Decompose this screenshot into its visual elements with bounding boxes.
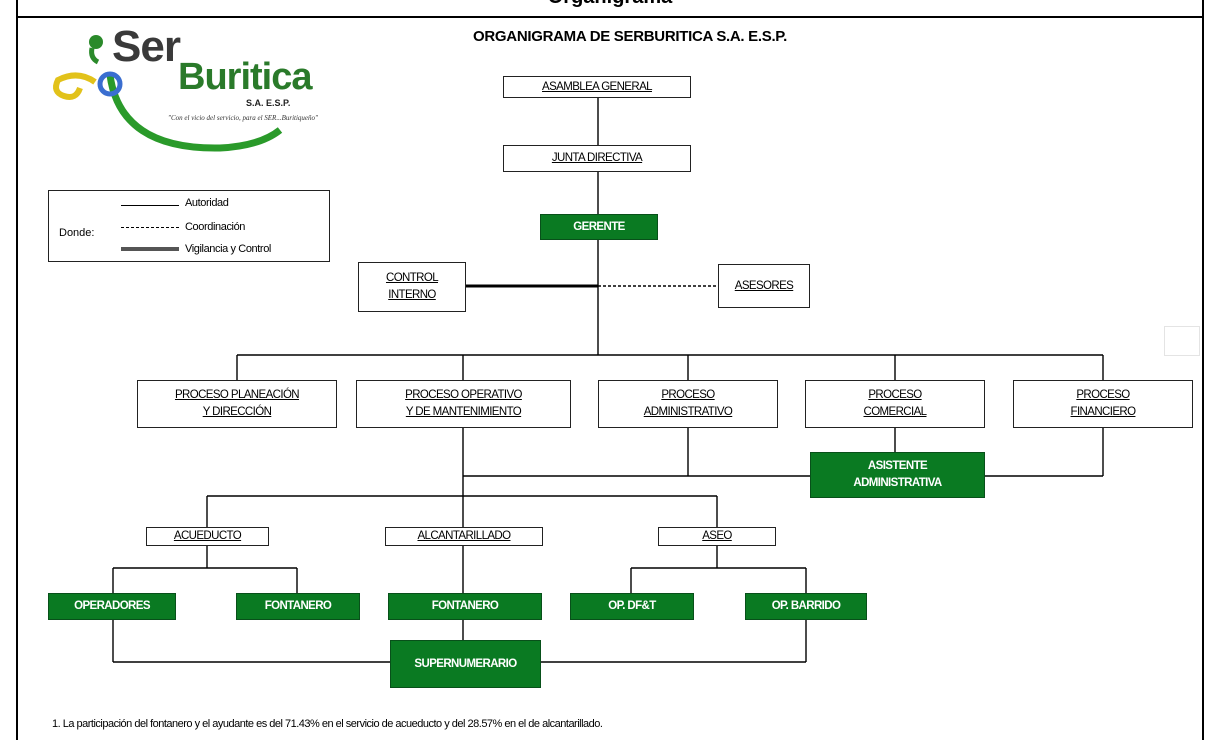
- page-heading-fragment: Organigrama: [210, 0, 1010, 8]
- legend-coordination-line: [121, 227, 179, 228]
- node-op-dft: OP. DF&T: [570, 593, 694, 620]
- node-asamblea-general: ASAMBLEA GENERAL: [503, 76, 691, 98]
- logo-slogan: "Con el vicio del servicio, para el SER.…: [168, 114, 318, 122]
- legend: Donde: Autoridad Coordinación Vigilancia…: [48, 190, 330, 262]
- legend-vigilance-line: [121, 247, 179, 251]
- legend-vigilance-label: Vigilancia y Control: [185, 243, 271, 255]
- node-proceso-administrativo: PROCESO ADMINISTRATIVO: [598, 380, 778, 428]
- logo-text-buritica: Buritica: [178, 56, 312, 98]
- node-asesores: ASESORES: [718, 264, 810, 308]
- logo-graphic: [53, 35, 283, 152]
- node-op-barrido: OP. BARRIDO: [745, 593, 867, 620]
- legend-where-label: Donde:: [59, 227, 95, 239]
- node-junta-directiva: JUNTA DIRECTIVA: [503, 145, 691, 172]
- node-operadores: OPERADORES: [48, 593, 176, 620]
- footnote: 1. La participación del fontanero y el a…: [52, 718, 603, 730]
- faint-side-box: [1164, 326, 1200, 356]
- legend-coordination-label: Coordinación: [185, 221, 246, 233]
- node-acueducto: ACUEDUCTO: [146, 527, 269, 546]
- node-proceso-financiero: PROCESO FINANCIERO: [1013, 380, 1193, 428]
- node-control-interno: CONTROL INTERNO: [358, 262, 466, 312]
- diagram-title: ORGANIGRAMA DE SERBURITICA S.A. E.S.P.: [473, 28, 787, 45]
- logo-text-ser: Ser: [112, 22, 181, 71]
- node-fontanero-alcantarillado: FONTANERO: [388, 593, 542, 620]
- legend-authority-line: [121, 205, 179, 206]
- node-gerente: GERENTE: [540, 214, 658, 240]
- node-asistente-administrativa: ASISTENTE ADMINISTRATIVA: [810, 452, 985, 498]
- frame-right-border: [1202, 0, 1204, 740]
- legend-authority-label: Autoridad: [185, 197, 229, 209]
- logo-text-sa-esp: S.A. E.S.P.: [246, 98, 291, 108]
- frame-left-border: [16, 0, 18, 740]
- node-fontanero-acueducto: FONTANERO: [236, 593, 360, 620]
- node-proceso-planeacion: PROCESO PLANEACIÓN Y DIRECCIÓN: [137, 380, 337, 428]
- node-proceso-operativo: PROCESO OPERATIVO Y DE MANTENIMIENTO: [356, 380, 571, 428]
- node-supernumerario: SUPERNUMERARIO: [390, 640, 541, 688]
- node-proceso-comercial: PROCESO COMERCIAL: [805, 380, 985, 428]
- frame-top-border: [16, 16, 1204, 18]
- node-aseo: ASEO: [658, 527, 776, 546]
- serburitica-logo: Ser Buritica S.A. E.S.P. "Con el vicio d…: [50, 22, 330, 158]
- node-alcantarillado: ALCANTARILLADO: [385, 527, 543, 546]
